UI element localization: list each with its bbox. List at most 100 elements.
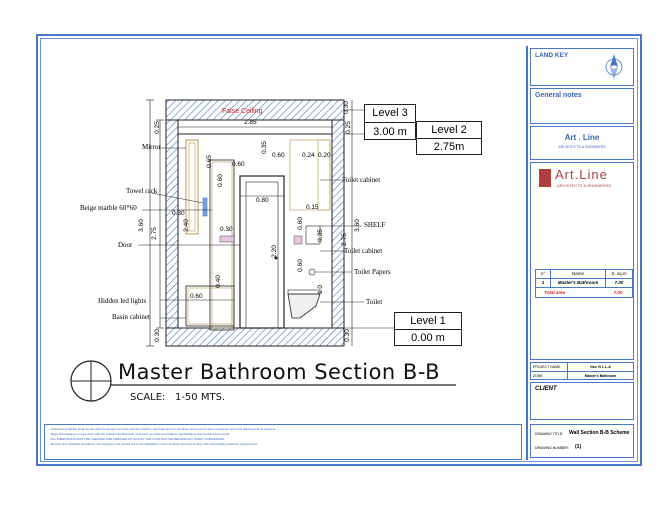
level-3-value: 3.00 m — [373, 126, 407, 138]
dim-060f: 0.60 — [296, 259, 304, 272]
logo-panel: Art.Line ARCHITECTS & ENGINEERS n° Name … — [530, 162, 634, 360]
sheet-outer-frame — [36, 34, 642, 466]
compass-icon — [605, 54, 623, 80]
label-toilet-papers: Toilet Papers — [354, 268, 391, 276]
dim-top-width: 2.85 — [244, 119, 257, 126]
label-toilet-cabinet-top: Toilet cabinet — [342, 176, 381, 184]
land-key-label: LAND KEY — [535, 52, 569, 59]
label-beige-marble: Beige marble 60*60 — [80, 204, 137, 212]
area-row-name: Master's Bathroom — [551, 279, 606, 287]
dim-035: 0.35 — [260, 141, 268, 154]
area-col-no: n° — [536, 270, 551, 278]
dim-010: 1.0 — [317, 284, 325, 295]
label-hidden-led: Hidden led lights — [98, 297, 147, 305]
level-1-value: 0.00 m — [411, 332, 445, 344]
zone-label: ZONE — [531, 372, 568, 380]
firm-box: Art . Line ARCHITECTS & ENGINEERS — [530, 126, 634, 160]
drawing-title-label: DRAWING TITLE: — [535, 432, 564, 436]
bottom-slab — [165, 327, 345, 347]
label-shelf: SHELF — [364, 221, 386, 229]
right-wall — [331, 119, 345, 329]
dim-035b: 0.35 — [316, 229, 324, 242]
false-ceiling-label: False Ceiling — [222, 108, 263, 115]
client-label: CLIENT — [535, 386, 557, 392]
dim-right-inner: 2.75 — [340, 233, 348, 246]
firm-name: Art . Line — [564, 133, 600, 142]
dim-024: 0.24 — [302, 152, 315, 159]
area-row-area: 7.00 — [614, 280, 624, 285]
note-2: - Read this drawing in conjunction with … — [49, 432, 230, 436]
project-name-label: PROJECT NAME — [531, 363, 568, 371]
label-mirror: Mirror — [142, 143, 161, 151]
notes-strip: - Professional liability shall remain wi… — [44, 424, 522, 460]
logo-mark-icon — [539, 169, 551, 187]
dim-right-outer-top: 0.25 — [344, 121, 352, 134]
dim-060e: 0.60 — [296, 217, 304, 230]
dim-060b: 0.60 — [216, 174, 224, 187]
area-total-value: 7.00 — [613, 290, 623, 295]
level-1-name: Level 1 — [395, 313, 461, 330]
drawing-scale: SCALE: 1-50 MTS. — [130, 392, 226, 403]
dim-015: 0.15 — [306, 204, 319, 211]
note-3: - ALL DIMENSIONS MUST BE CHECKED AND VER… — [49, 437, 225, 441]
drawing-number-value: (1) — [575, 444, 582, 450]
level-2-box: Level 2 2.75m — [416, 121, 482, 155]
project-row: PROJECT NAME Nox VI L.L.A — [531, 363, 633, 372]
drawing-title-value: Wall Section B-B Scheme — [569, 430, 630, 436]
dim-left-total: 3.60 — [137, 219, 145, 232]
dim-060d: 0.60 — [190, 293, 203, 300]
toilet — [287, 293, 321, 319]
level-2-value: 2.75m — [433, 141, 465, 153]
dim-065: 0.65 — [205, 155, 213, 168]
area-total-row: Total area 7.00 — [536, 288, 632, 297]
dim-040: 0.40 — [214, 275, 222, 288]
dim-020: 0.20 — [318, 152, 331, 159]
dim-030b: 0.30 — [172, 210, 185, 217]
table-row: 1 Master's Bathroom 7.00 — [536, 279, 632, 288]
area-table-header: n° Name S, sq.m — [536, 270, 632, 279]
dim-220: 2.20 — [270, 245, 278, 258]
logo-text: Art.Line — [555, 167, 608, 182]
title-block — [526, 46, 638, 460]
basin-cabinet — [185, 285, 235, 327]
label-towel-rack: Towel rack — [126, 187, 158, 195]
note-4: - All work and materials specified in th… — [49, 442, 259, 446]
dim-left-outer-bottom: 0.30 — [153, 329, 161, 342]
sheet-inner-frame — [40, 38, 638, 462]
drawing-number-label: DRAWING NUMBER: — [535, 446, 569, 450]
dim-080: 0.80 — [256, 197, 269, 204]
dim-right-bottom: 0.30 — [343, 329, 351, 342]
area-total-label: Total area — [544, 290, 566, 295]
dim-030a: 0.30 — [220, 226, 233, 233]
label-basin-cabinet: Basin cabinet — [112, 313, 150, 321]
note-1: - Professional liability shall remain wi… — [49, 427, 277, 431]
client-box: CLIENT — [530, 382, 634, 420]
area-col-name: Name — [551, 270, 606, 278]
general-notes-label: General notes — [535, 92, 582, 99]
logo-sub: ARCHITECTS & ENGINEERS — [557, 183, 612, 188]
dim-060a: 0.60 — [232, 161, 245, 168]
towel-rack — [202, 197, 208, 217]
level-3-box: Level 3 3.00 m — [364, 104, 416, 140]
dim-right-total: 3.60 — [353, 219, 361, 232]
label-door: Door — [118, 241, 133, 249]
drawing-info-box: DRAWING TITLE: Wall Section B-B Scheme D… — [530, 424, 634, 458]
dim-left-outer-top: 0.25 — [153, 121, 161, 134]
firm-sub: ARCHITECTS & ENGINEERS — [558, 145, 606, 149]
label-toilet: Toilet — [366, 298, 383, 306]
area-table: n° Name S, sq.m 1 Master's Bathroom 7.00… — [535, 269, 633, 298]
level-2-name: Level 2 — [417, 122, 481, 139]
zone-row: ZONE Master's Bathroom — [531, 372, 633, 380]
dim-right-top: 0.30 — [342, 101, 350, 114]
level-3-name: Level 3 — [365, 105, 415, 123]
general-notes-box: General notes — [530, 88, 634, 124]
level-1-box: Level 1 0.00 m — [394, 312, 462, 346]
zone-value: Master's Bathroom — [584, 374, 617, 378]
dim-240: 2.40 — [182, 219, 190, 232]
project-name-value: Nox VI L.L.A — [590, 365, 611, 369]
logo: Art.Line ARCHITECTS & ENGINEERS — [539, 167, 627, 193]
dim-left-inner: 2.75 — [150, 227, 158, 240]
left-wall — [165, 119, 179, 329]
drawing-title: Master Bathroom Section B-B — [118, 360, 441, 384]
